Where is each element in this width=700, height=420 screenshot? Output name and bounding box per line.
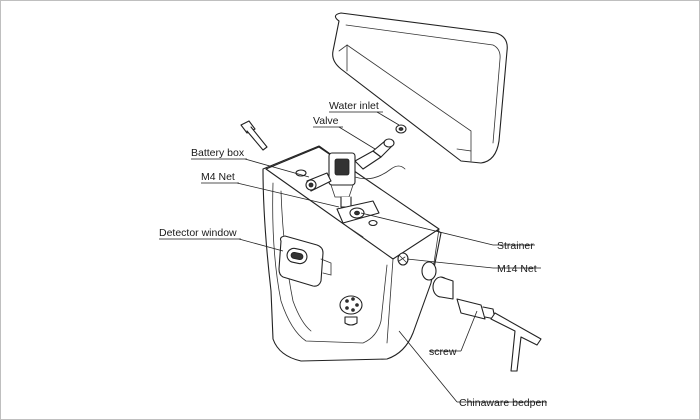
label-valve-text: Valve	[313, 115, 339, 127]
battery-box-part	[305, 172, 332, 192]
leader-lines	[236, 111, 494, 403]
label-screw-text: screw	[429, 346, 457, 358]
label-water-inlet: Water inlet	[329, 100, 383, 113]
label-valve: Valve	[313, 115, 343, 128]
hex-key	[490, 312, 542, 372]
strainer-part	[336, 200, 380, 224]
label-water-inlet-text: Water inlet	[329, 100, 379, 112]
label-m14-net: M14 Net	[493, 263, 541, 275]
side-fitting	[432, 276, 454, 300]
label-m4-net-text: M4 Net	[201, 171, 235, 183]
m14-net-part	[397, 252, 409, 266]
label-screw: screw	[429, 346, 461, 358]
long-screw	[456, 298, 496, 320]
valve-assembly	[328, 138, 406, 208]
label-m14-net-text: M14 Net	[497, 263, 537, 275]
label-battery-box: Battery box	[191, 147, 247, 160]
label-detector-window-text: Detector window	[159, 227, 237, 239]
label-m4-net: M4 Net	[201, 171, 239, 184]
detector-window-part	[278, 235, 332, 287]
label-strainer-text: Strainer	[497, 240, 534, 252]
label-chinaware-bedpen-text: Chinaware bedpen	[459, 397, 547, 409]
label-chinaware-bedpen: Chinaware bedpen	[457, 397, 547, 409]
label-strainer: Strainer	[493, 240, 535, 252]
water-inlet-nut	[395, 124, 407, 134]
label-detector-window: Detector window	[159, 227, 241, 240]
label-battery-box-text: Battery box	[191, 147, 245, 159]
small-screw	[240, 120, 268, 151]
cover-panel	[332, 12, 508, 164]
